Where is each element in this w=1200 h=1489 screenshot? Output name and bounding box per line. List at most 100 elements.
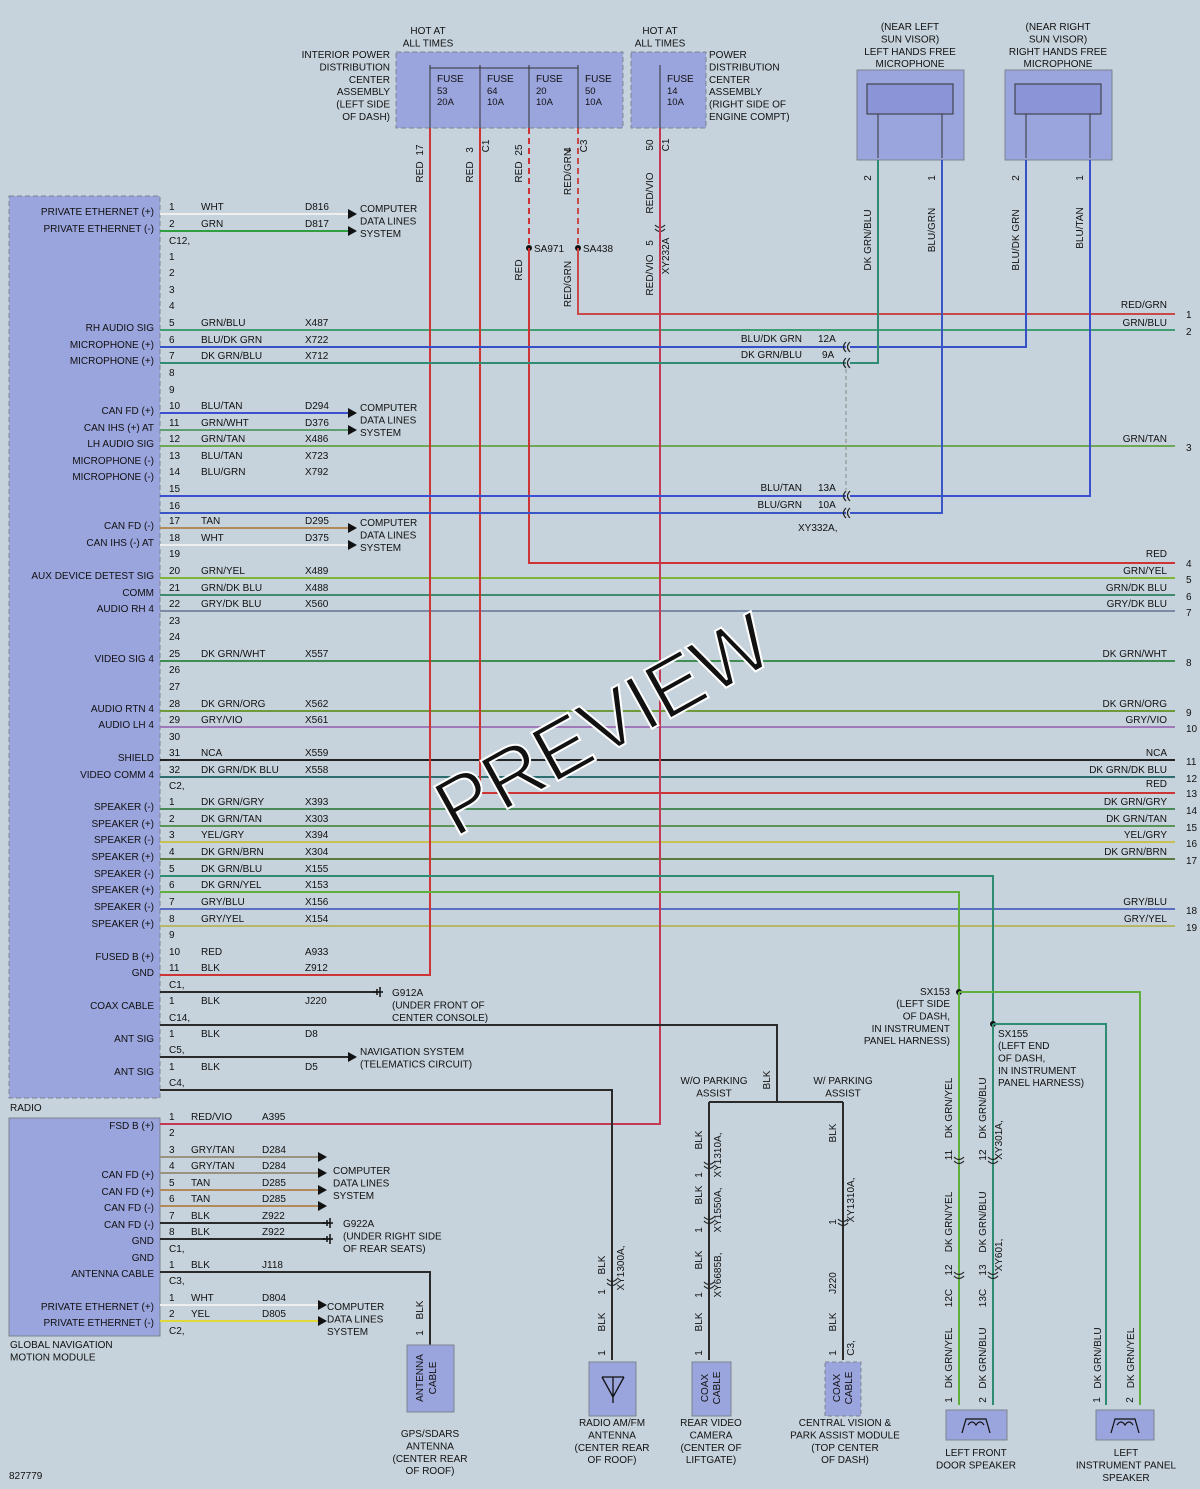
pin-number: 12: [169, 434, 181, 445]
wire-color-label: NCA: [201, 748, 222, 759]
component-name: LEFT FRONT: [945, 1448, 1006, 1459]
component-pin: 1: [597, 1350, 608, 1356]
speaker-icon: [961, 1418, 991, 1434]
gnmm-pin-label: PRIVATE ETHERNET (-): [43, 1318, 154, 1329]
wire-color-label: DK GRN/BLU: [741, 350, 802, 361]
edge-ref-number: 8: [1186, 658, 1192, 669]
fuse-connector: C1: [481, 139, 492, 152]
ipdc-fuse-box[interactable]: [395, 51, 624, 129]
radio-pin-label: VIDEO COMM 4: [80, 770, 154, 781]
wire-color-label: BLU/TAN: [761, 483, 803, 494]
ground-location: G922A: [343, 1219, 374, 1230]
wire-color-label: DK GRN/BLU: [978, 1327, 989, 1388]
radio-pin-label: SPEAKER (-): [94, 802, 154, 813]
edge-wire-color: DK GRN/TAN: [1106, 814, 1167, 825]
component-name: (CENTER REAR: [392, 1454, 467, 1465]
radio-module[interactable]: [8, 195, 161, 1099]
component-box-text: CABLE: [428, 1361, 439, 1394]
wire-color-label: DK GRN/ORG: [201, 699, 266, 710]
wire-color-label: GRN/DK BLU: [201, 583, 262, 594]
wire-color-label: DK GRN/DK BLU: [201, 765, 279, 776]
pin-number: 13: [169, 451, 181, 462]
radio-pin-label: CAN FD (+): [102, 406, 155, 417]
wire-color-label: DK GRN/YEL: [1126, 1327, 1137, 1388]
inline-pin: 1: [828, 1219, 839, 1225]
circuit-id: X561: [305, 715, 329, 726]
wire-color-label: DK GRN/BRN: [201, 847, 264, 858]
data-line-arrow-icon: [348, 226, 357, 236]
pin-number: 23: [169, 616, 181, 627]
inline-pin: 13C: [978, 1289, 989, 1307]
ground-g912a-icon: [373, 987, 383, 997]
gnmm-name: GLOBAL NAVIGATION: [10, 1340, 113, 1351]
pin-number: 7: [169, 1211, 175, 1222]
fuse-word: FUSE: [437, 74, 464, 85]
wire-color-label: WHT: [191, 1293, 214, 1304]
pin-number: 2: [169, 814, 175, 825]
gnmm-module[interactable]: [8, 1117, 161, 1337]
radio-pin-label: PRIVATE ETHERNET (-): [43, 224, 154, 235]
wire-color-label: BLK: [694, 1185, 705, 1204]
component-name: OF ROOF): [406, 1466, 455, 1477]
pin-number: 2: [169, 219, 175, 230]
inline-chevron-icon: [987, 1271, 999, 1280]
right-mic-name: (NEAR RIGHT: [1026, 22, 1091, 33]
radio-pin-label: VIDEO SIG 4: [95, 654, 155, 665]
rear-video-camera[interactable]: [691, 1361, 732, 1417]
component-name: CENTRAL VISION &: [799, 1418, 892, 1429]
left-mic-name: SUN VISOR): [881, 34, 939, 45]
pdc-fuse-box[interactable]: [630, 51, 707, 129]
radio-pin-label: COMM: [122, 588, 154, 599]
pin-number: 21: [169, 583, 181, 594]
component-pin: 1: [694, 1350, 705, 1356]
circuit-id: D284: [262, 1145, 286, 1156]
wire-color-label: RED: [465, 161, 476, 182]
edge-ref-number: 18: [1186, 906, 1198, 917]
pdc-name: ASSEMBLY: [709, 87, 762, 98]
gps-sdars-antenna[interactable]: [406, 1344, 455, 1413]
pin-number: 1: [169, 1260, 175, 1271]
central-vision-park-assist-module[interactable]: [824, 1361, 862, 1417]
radio-pin-label: ANT SIG: [114, 1067, 154, 1078]
circuit-id: J220: [305, 996, 327, 1007]
pin-number: 11: [169, 963, 180, 974]
parking-label: ASSIST: [825, 1088, 861, 1099]
circuit-id: D816: [305, 202, 329, 213]
ground-location: (UNDER FRONT OF: [392, 1000, 485, 1011]
computer-data-lines: SYSTEM: [360, 543, 401, 554]
component-name: PARK ASSIST MODULE: [790, 1430, 900, 1441]
circuit-id: X557: [305, 649, 329, 660]
wire-color-label: BLK: [828, 1312, 839, 1331]
mic-pin: 2: [1011, 175, 1022, 181]
computer-data-lines: SYSTEM: [333, 1191, 374, 1202]
right-mic-name: SUN VISOR): [1029, 34, 1087, 45]
data-line-arrow-icon: [348, 425, 357, 435]
splice-label: SA971: [534, 244, 564, 255]
pin-number: 5: [169, 1178, 175, 1189]
circuit-id: D817: [305, 219, 329, 230]
data-line-arrow-icon: [318, 1300, 327, 1310]
pdc-name: POWER: [709, 50, 747, 61]
inline-connector: XY1310A,: [846, 1177, 857, 1222]
edge-ref-number: 12: [1186, 774, 1198, 785]
fuse-pin: 25: [514, 144, 525, 156]
edge-wire-color: DK GRN/BRN: [1104, 847, 1167, 858]
component-box-text: COAX: [832, 1374, 843, 1403]
pin-number: 32: [169, 765, 181, 776]
edge-wire-color: DK GRN/GRY: [1104, 797, 1167, 808]
ipdc-name: DISTRIBUTION: [319, 62, 390, 73]
inline-chevron-icon: [987, 1156, 999, 1165]
edge-ref-number: 6: [1186, 592, 1192, 603]
fuse-word: FUSE: [487, 74, 514, 85]
mic-connector-pin: 9A: [822, 350, 835, 361]
fuse-amp: 10A: [585, 97, 603, 108]
mic-connector-chevron-icon: [842, 341, 851, 353]
splice-desc: (LEFT END: [998, 1041, 1050, 1052]
pin-number: 18: [169, 533, 181, 544]
edge-wire-color: DK GRN/ORG: [1103, 699, 1168, 710]
circuit-id: X562: [305, 699, 329, 710]
component-name: REAR VIDEO: [680, 1418, 742, 1429]
wire-color-label: BLU/TAN: [201, 451, 243, 462]
wire-color-label: BLK: [201, 1029, 220, 1040]
